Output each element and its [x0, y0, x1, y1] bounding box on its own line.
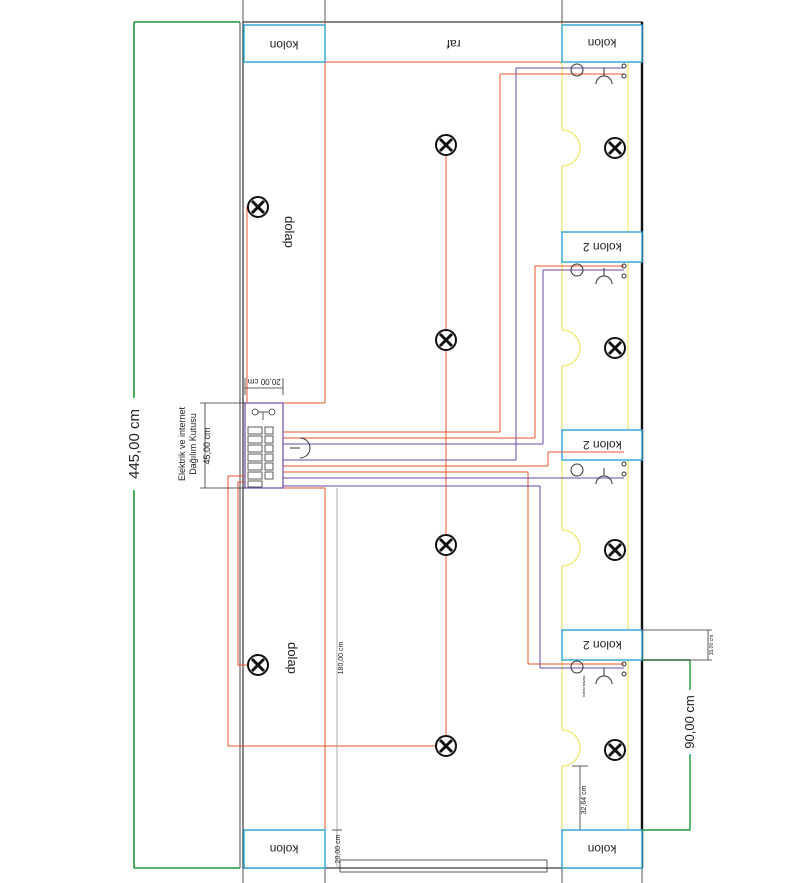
kolon2-box-1: [561, 231, 643, 263]
total-height-dimension-line: [133, 21, 240, 869]
dolap-label-bottom: dolap: [285, 642, 300, 674]
distribution-panel: [244, 402, 284, 489]
outlet-group: [570, 660, 627, 685]
inner-dimension-line: [572, 765, 588, 830]
kolon-label-bottom-left: kolon: [270, 842, 299, 856]
kolon-label-bottom-right: kolon: [588, 842, 617, 856]
side-dimension-lines: [642, 629, 712, 831]
outlets-and-switches: [570, 63, 627, 685]
total-height-dimension: 445,00 cm: [126, 409, 143, 479]
panel-dimension-lines: [200, 378, 284, 489]
side-small-dimension: 15,00 cm: [709, 635, 715, 656]
grid-ticks: [242, 0, 643, 883]
ceiling-lights: [247, 134, 626, 761]
kolon-box-bottom-left: [243, 829, 326, 869]
light-fixture: [435, 329, 457, 351]
raf-label: raf: [446, 37, 461, 51]
panel-title-line-1: Elektrik ve internet: [177, 406, 187, 481]
light-fixture: [604, 739, 626, 761]
kolon2-label-2: kolon 2: [583, 438, 622, 452]
light-fixture: [604, 337, 626, 359]
tiny-outlet-label: kablo tavası: [581, 675, 586, 696]
light-fixture: [435, 134, 457, 156]
side-distance-label-bg: [680, 690, 700, 754]
outlet-group: [570, 461, 627, 485]
door-bottom-dimension: 20,00 cm: [335, 834, 342, 863]
kolon2-label-3: kolon 2: [583, 638, 622, 652]
door-line-dimension: 180,00 cm: [338, 641, 345, 674]
light-fixture: [435, 735, 457, 757]
kolon-boxes: [243, 24, 643, 869]
light-fixture: [604, 539, 626, 561]
inner-small-dimension: 32,64 cm: [581, 785, 588, 814]
kolon2-label-1: kolon 2: [583, 240, 622, 254]
light-fixture: [604, 137, 626, 159]
kolon2-box-2: [561, 429, 643, 461]
light-fixture: [247, 196, 269, 218]
light-fixture: [247, 654, 269, 676]
light-fixture: [435, 534, 457, 556]
panel-socket-symbol: [299, 437, 311, 459]
electric-wiring: [227, 73, 624, 747]
panel-title-line-2: Dağılım Kutusu: [188, 413, 198, 475]
side-distance-dimension: 90,00 cm: [682, 695, 697, 748]
total-height-label-bg: [126, 398, 144, 490]
dolap-label-top: dolap: [282, 216, 297, 248]
kolon-label-top-right: kolon: [588, 36, 617, 50]
outlet-group: [570, 263, 627, 285]
data-wiring: [283, 67, 624, 669]
kolon-label-top-left: kolon: [270, 38, 299, 52]
panel-width-dimension: 20,00 cm: [248, 377, 281, 386]
kolon2-box-3: [561, 629, 643, 661]
door-area: [332, 488, 548, 873]
panel-height-dimension: 45,00 cm: [202, 427, 212, 464]
kolon-box-top-right: [561, 24, 643, 63]
outlet-group: [570, 63, 627, 85]
kolon-box-top-left: [243, 24, 326, 63]
kolon-box-bottom-right: [561, 829, 643, 869]
